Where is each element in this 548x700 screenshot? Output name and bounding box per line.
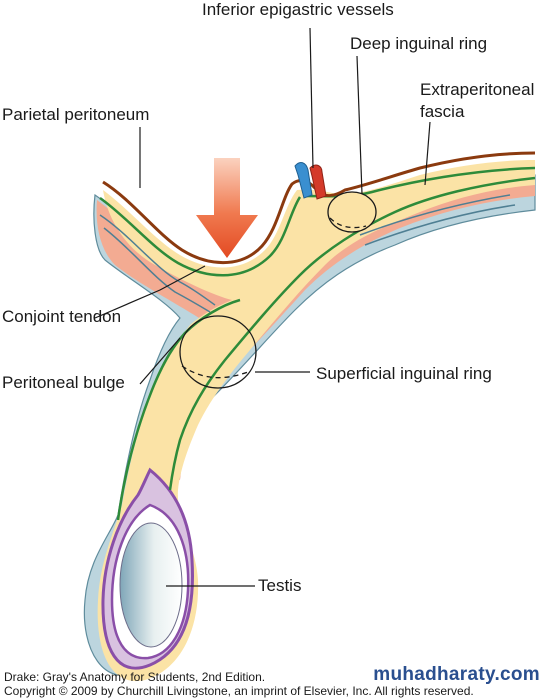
extraperitoneal-label-line2: fascia [420, 102, 465, 121]
peritoneal-bulge-label: Peritoneal bulge [2, 373, 125, 392]
testis-label: Testis [258, 576, 302, 595]
credit-line-1: Drake: Gray's Anatomy for Students, 2nd … [4, 670, 266, 684]
testis [119, 522, 183, 648]
watermark: muhadharaty.com [373, 664, 540, 685]
green-fascia-line [99, 166, 536, 521]
extraperitoneal-label-line1: Extraperitoneal [420, 80, 535, 99]
conjoint-tendon-label: Conjoint tendon [2, 307, 122, 326]
credit-line-2: Copyright © 2009 by Churchill Livingston… [4, 684, 474, 698]
parietal-peritoneum-label: Parietal peritoneum [2, 105, 150, 124]
down-arrow-icon [196, 158, 258, 258]
superficial-ring-label: Superficial inguinal ring [316, 364, 492, 383]
extraperitoneal-fascia [97, 160, 535, 682]
inferior-epigastric-label: Inferior epigastric vessels [202, 0, 394, 19]
conjoint-tendon-lines [99, 194, 516, 313]
superficial-ring-dashes [181, 365, 249, 379]
deep-inguinal-ring [327, 191, 377, 233]
vein-icon [294, 162, 313, 199]
leader-lines [94, 27, 431, 587]
superficial-inguinal-ring [179, 315, 257, 389]
deep-ring-label: Deep inguinal ring [350, 34, 488, 53]
deep-ring-dashes [329, 217, 367, 229]
